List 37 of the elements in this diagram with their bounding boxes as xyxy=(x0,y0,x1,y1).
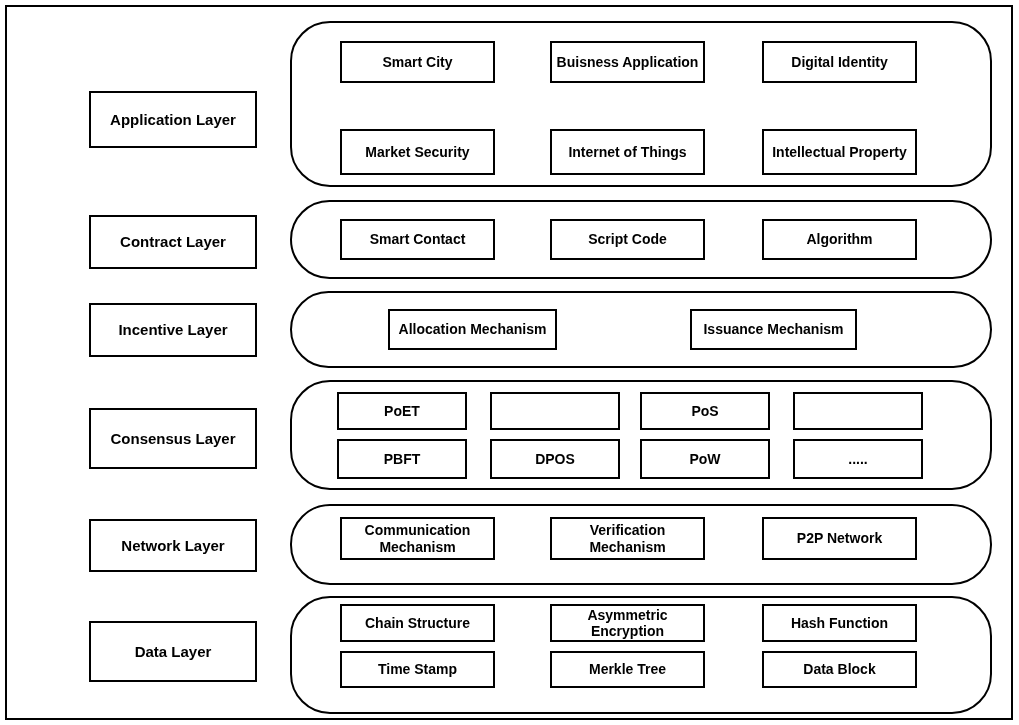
layer-box: Application Layer xyxy=(89,91,257,148)
component-box: Time Stamp xyxy=(340,651,495,688)
component-box: PoS xyxy=(640,392,770,430)
component-box: Hash Function xyxy=(762,604,917,642)
component-box: Merkle Tree xyxy=(550,651,705,688)
component-box: Allocation Mechanism xyxy=(388,309,557,350)
layer-band xyxy=(290,596,992,714)
component-box xyxy=(793,392,923,430)
component-box: Market Security xyxy=(340,129,495,175)
component-box: Algorithm xyxy=(762,219,917,260)
component-box: Smart Contact xyxy=(340,219,495,260)
component-box: Data Block xyxy=(762,651,917,688)
component-box: Asymmetric Encryption xyxy=(550,604,705,642)
component-box: Script Code xyxy=(550,219,705,260)
layer-band xyxy=(290,21,992,187)
component-box: PBFT xyxy=(337,439,467,479)
component-box: DPOS xyxy=(490,439,620,479)
component-box: Verification Mechanism xyxy=(550,517,705,560)
component-box xyxy=(490,392,620,430)
component-box: Internet of Things xyxy=(550,129,705,175)
layer-box: Incentive Layer xyxy=(89,303,257,357)
component-box: Buisness Application xyxy=(550,41,705,83)
component-box: Intellectual Property xyxy=(762,129,917,175)
component-box: Issuance Mechanism xyxy=(690,309,857,350)
component-box: ..... xyxy=(793,439,923,479)
component-box: PoW xyxy=(640,439,770,479)
component-box: Communication Mechanism xyxy=(340,517,495,560)
component-box: Digital Identity xyxy=(762,41,917,83)
layer-band xyxy=(290,380,992,490)
layer-box: Contract Layer xyxy=(89,215,257,269)
component-box: PoET xyxy=(337,392,467,430)
layer-box: Consensus Layer xyxy=(89,408,257,469)
layer-box: Data Layer xyxy=(89,621,257,682)
layer-box: Network Layer xyxy=(89,519,257,572)
component-box: Smart City xyxy=(340,41,495,83)
component-box: Chain Structure xyxy=(340,604,495,642)
component-box: P2P Network xyxy=(762,517,917,560)
